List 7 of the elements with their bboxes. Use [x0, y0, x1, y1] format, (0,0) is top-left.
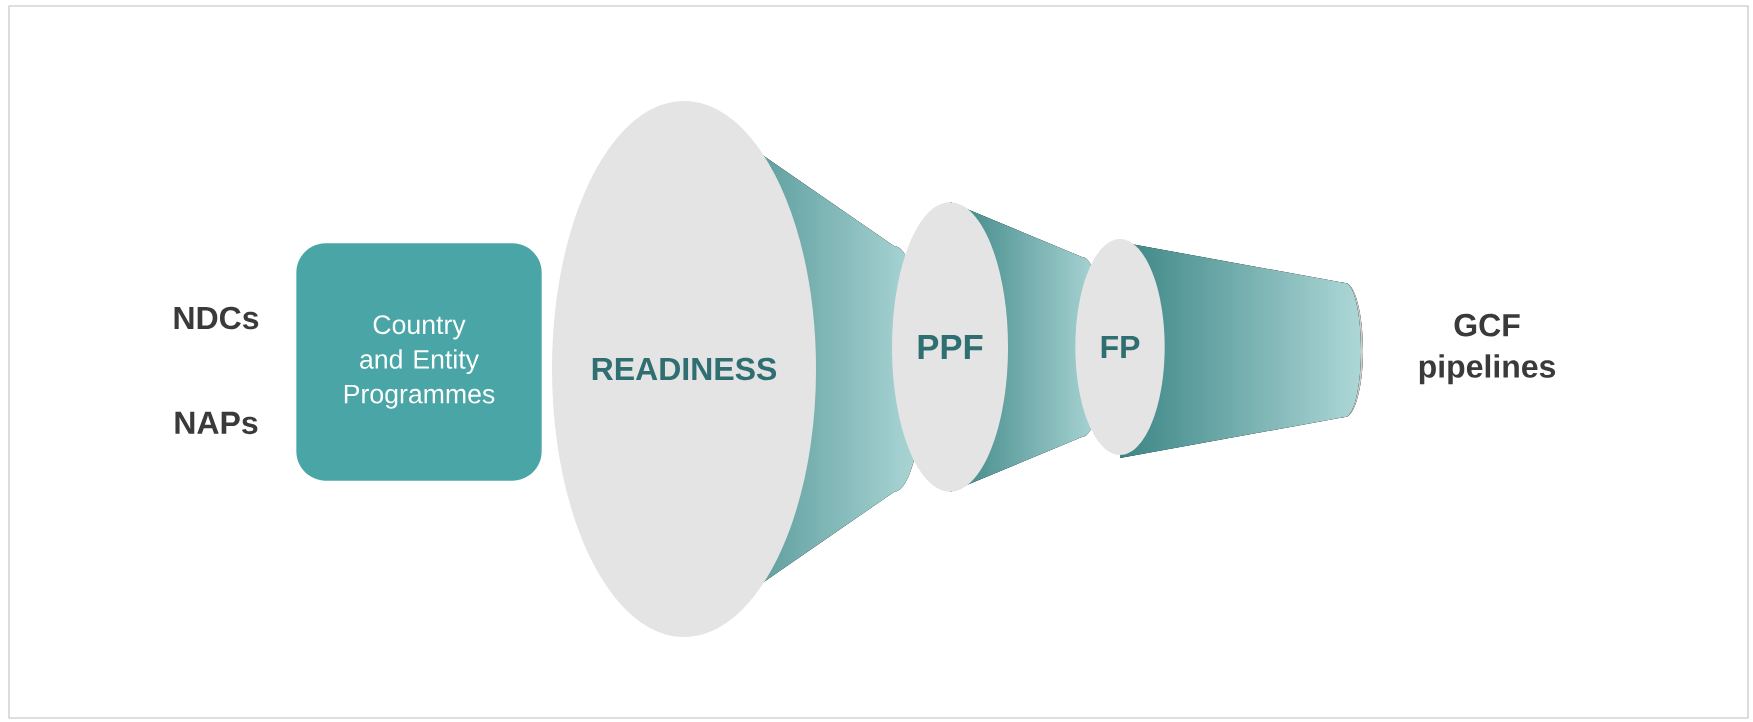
side-label: NDCs	[174, 306, 259, 330]
side-label: NAPs	[175, 411, 258, 435]
programme-box: Country and Entity Programmes	[296, 243, 542, 481]
funnel-face: READINESS	[552, 101, 817, 637]
funnel-face: FP	[1075, 239, 1165, 455]
funnel-face: PPF	[892, 202, 1008, 492]
side-label: GCF pipelines	[1419, 313, 1556, 385]
